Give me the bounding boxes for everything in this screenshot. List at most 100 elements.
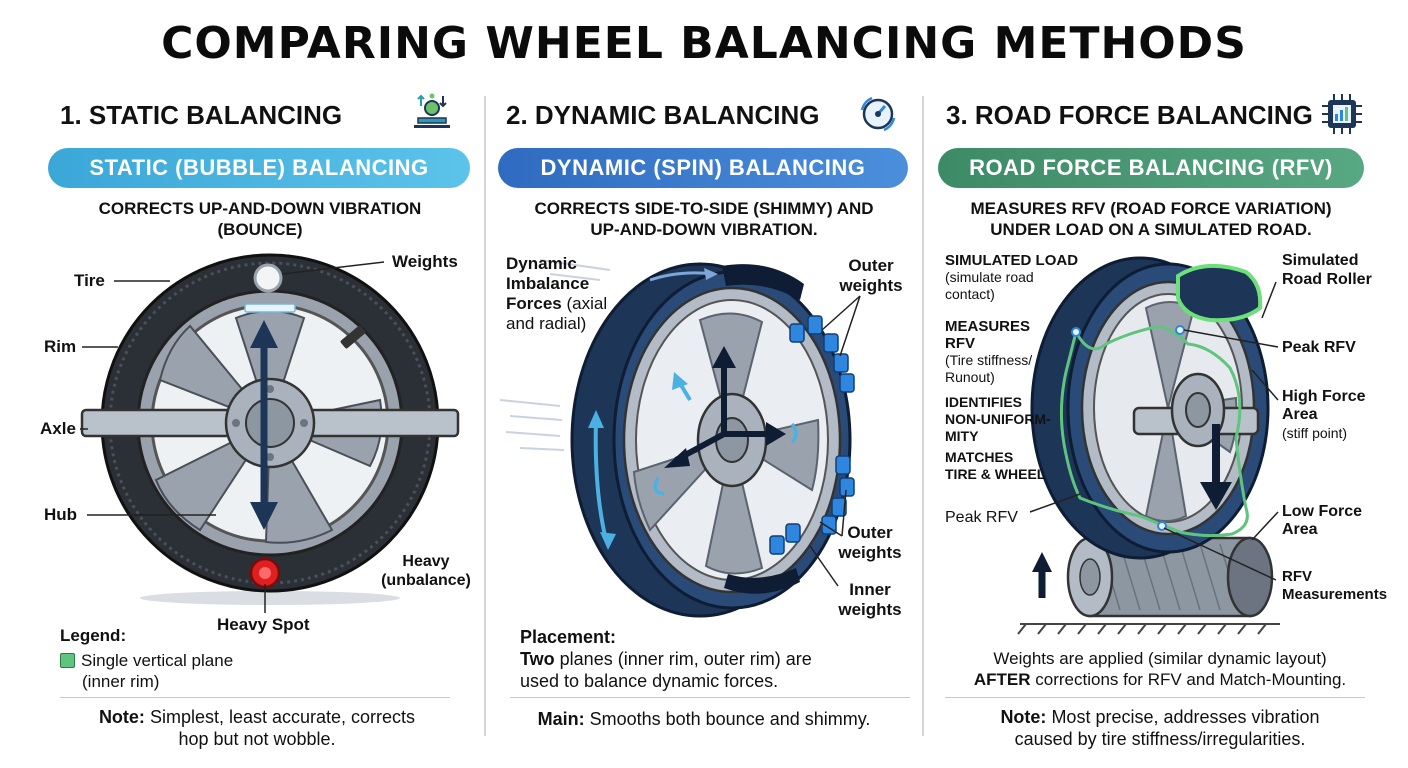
legend-item-text-2: (inner rim) bbox=[82, 672, 160, 691]
road-weights-line-1: Weights are applied (similar dynamic lay… bbox=[993, 649, 1327, 668]
placement-title: Placement: bbox=[520, 627, 617, 647]
dynamic-subtitle-line-1: CORRECTS SIDE-TO-SIDE (SHIMMY) AND bbox=[534, 199, 874, 218]
outer-top-line-2: weights bbox=[839, 276, 903, 295]
rfv-measurements-label: RFV Measurements bbox=[1282, 568, 1387, 604]
rfv-line-1: RFV bbox=[1282, 568, 1312, 585]
static-wheel-diagram bbox=[80, 253, 460, 605]
rim-label: Rim bbox=[44, 337, 77, 356]
gauge-cycle-icon bbox=[860, 96, 896, 132]
dynamic-heading: 2. DYNAMIC BALANCING bbox=[506, 100, 820, 130]
heavy-label: Heavy (unbalance) bbox=[374, 552, 478, 590]
placement-bold: Two bbox=[520, 649, 555, 669]
dynamic-footer-divider bbox=[510, 697, 910, 698]
dynamic-wheel-diagram bbox=[499, 259, 855, 618]
high-line-2: Area bbox=[1282, 406, 1318, 423]
outer-top-line-1: Outer bbox=[848, 256, 894, 275]
sim-load-label: SIMULATED LOAD (simulate road contact) bbox=[945, 252, 1078, 303]
inner-line-1: Inner bbox=[849, 580, 891, 599]
forces-line-3-normal: (axial bbox=[561, 294, 608, 313]
static-column: 1. STATIC BALANCING STATIC (BUBBLE) BALA… bbox=[40, 90, 480, 760]
heavy-label-line-2: (unbalance) bbox=[381, 572, 471, 589]
measures-line-1: MEASURES bbox=[945, 318, 1031, 335]
measures-label: MEASURES RFV (Tire stiffness/ Runout) bbox=[945, 318, 1032, 386]
high-force-label: High Force Area (stiff point) bbox=[1282, 388, 1366, 442]
dynamic-note-text-1: Smooths both bounce and shimmy. bbox=[584, 709, 871, 729]
outer-bottom-line-1: Outer bbox=[847, 523, 893, 542]
heavy-spot-label: Heavy Spot bbox=[217, 615, 310, 634]
placement-text-1: planes (inner rim, outer rim) are bbox=[554, 649, 812, 669]
static-subtitle: CORRECTS UP-AND-DOWN VIBRATION (BOUNCE) bbox=[40, 198, 480, 240]
legend-green-swatch bbox=[60, 653, 75, 668]
road-subtitle-line-1: MEASURES RFV (ROAD FORCE VARIATION) bbox=[970, 199, 1332, 218]
static-subtitle-line-2: (BOUNCE) bbox=[217, 220, 303, 239]
column-divider bbox=[922, 96, 924, 736]
matches-label: MATCHES TIRE & WHEEL bbox=[945, 449, 1045, 483]
road-weights-text: Weights are applied (similar dynamic lay… bbox=[930, 648, 1390, 690]
dynamic-note: Main: Smooths both bounce and shimmy. bbox=[490, 708, 918, 730]
road-weights-bold: AFTER bbox=[973, 670, 1031, 689]
heavy-label-line-1: Heavy bbox=[402, 553, 450, 570]
low-line-1: Low Force bbox=[1282, 503, 1363, 520]
forces-line-1: Dynamic bbox=[506, 254, 577, 273]
road-weights-line-2: corrections for RFV and Match-Mounting. bbox=[1030, 670, 1347, 689]
static-pill: STATIC (BUBBLE) BALANCING bbox=[48, 148, 470, 188]
weights-label: Weights bbox=[392, 252, 458, 271]
static-note-text-1: Simplest, least accurate, corrects bbox=[144, 707, 416, 727]
static-note: Note: Simplest, least accurate, corrects… bbox=[60, 706, 454, 750]
inner-line-2: weights bbox=[838, 600, 902, 619]
dynamic-subtitle-line-2: UP-AND-DOWN VIBRATION. bbox=[590, 220, 818, 239]
dynamic-subtitle: CORRECTS SIDE-TO-SIDE (SHIMMY) AND UP-AN… bbox=[490, 198, 918, 240]
sim-load-sub-1: (simulate road bbox=[945, 269, 1034, 285]
legend-item-text-1: Single vertical plane bbox=[81, 651, 234, 670]
peak-rfv-right-label: Peak RFV bbox=[1282, 339, 1356, 356]
road-wheel-diagram bbox=[1017, 256, 1280, 635]
road-note: Note: Most precise, addresses vibration … bbox=[930, 706, 1390, 750]
identifies-line-2: NON-UNIFORM- bbox=[945, 411, 1051, 427]
forces-line-3-bold: Forces bbox=[506, 294, 562, 313]
outer-weights-top-label: Outer weights bbox=[834, 256, 908, 296]
road-note-text-1: Most precise, addresses vibration bbox=[1046, 707, 1320, 727]
legend-title: Legend: bbox=[60, 626, 127, 645]
low-force-label: Low Force Area bbox=[1282, 503, 1362, 539]
sim-roller-line-2: Road Roller bbox=[1282, 271, 1372, 288]
sim-load-sub-2: contact) bbox=[945, 286, 995, 302]
matches-line-2: TIRE & WHEEL bbox=[945, 466, 1046, 482]
placement-text-2: used to balance dynamic forces. bbox=[520, 671, 779, 691]
static-note-text-2: hop but not wobble. bbox=[178, 729, 336, 749]
inner-weights-label: Inner weights bbox=[832, 580, 908, 620]
dynamic-forces-label: Dynamic Imbalance Forces (axial and radi… bbox=[506, 254, 607, 334]
measures-sub-1: (Tire stiffness/ bbox=[945, 352, 1033, 368]
column-divider bbox=[484, 96, 486, 736]
identifies-line-1: IDENTIFIES bbox=[945, 394, 1023, 410]
high-line-3: (stiff point) bbox=[1282, 425, 1348, 441]
dynamic-note-bold: Main: bbox=[537, 709, 585, 729]
high-line-1: High Force bbox=[1282, 388, 1366, 405]
sim-roller-label: Simulated Road Roller bbox=[1282, 251, 1372, 289]
matches-line-1: MATCHES bbox=[945, 449, 1014, 465]
static-note-bold: Note: bbox=[98, 707, 145, 727]
road-footer-divider bbox=[945, 697, 1365, 698]
hub-label: Hub bbox=[44, 505, 78, 524]
peak-rfv-left-label: Peak RFV bbox=[945, 509, 1018, 526]
placement-block: Placement: Two planes (inner rim, outer … bbox=[520, 626, 812, 692]
road-note-text-2: caused by tire stiffness/irregularities. bbox=[1014, 729, 1306, 749]
static-footer-divider bbox=[60, 697, 450, 698]
chip-chart-icon bbox=[1322, 94, 1362, 134]
rfv-line-2: Measurements bbox=[1282, 586, 1388, 603]
outer-weights-bottom-label: Outer weights bbox=[832, 523, 908, 563]
sim-load-title: SIMULATED LOAD bbox=[945, 252, 1079, 269]
road-pill: ROAD FORCE BALANCING (RFV) bbox=[938, 148, 1364, 188]
scale-person-icon bbox=[414, 93, 450, 128]
axle-label: Axle bbox=[40, 419, 76, 438]
forces-line-4: and radial) bbox=[506, 314, 587, 333]
static-heading: 1. STATIC BALANCING bbox=[60, 100, 343, 130]
measures-line-2: RFV bbox=[945, 335, 975, 352]
static-subtitle-line-1: CORRECTS UP-AND-DOWN VIBRATION bbox=[98, 199, 422, 218]
dynamic-column: 2. DYNAMIC BALANCING DYNAMIC (SPIN) BALA… bbox=[490, 90, 918, 760]
page-title: COMPARING WHEEL BALANCING METHODS bbox=[161, 18, 1247, 69]
outer-bottom-line-2: weights bbox=[838, 543, 902, 562]
forces-line-2: Imbalance bbox=[506, 274, 590, 293]
